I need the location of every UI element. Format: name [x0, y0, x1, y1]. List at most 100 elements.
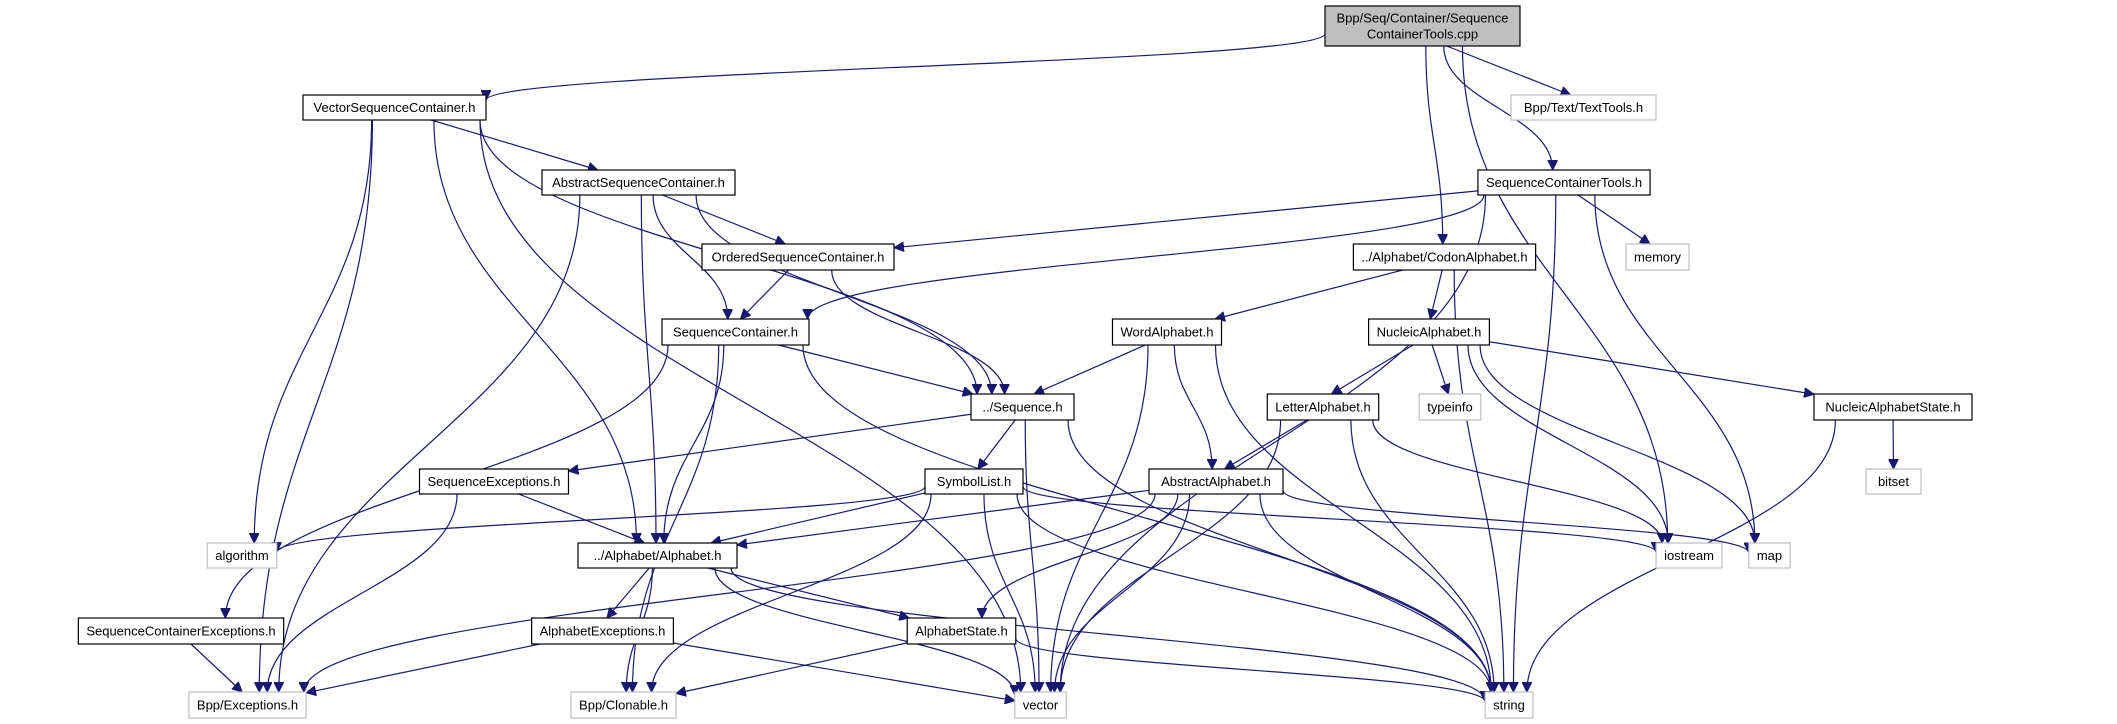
edge-vsc-to-exceptions: [259, 119, 374, 692]
edge-asc-to-sc: [652, 194, 728, 319]
edge-absalpha-to-vector: [1055, 493, 1191, 692]
node-label: AbstractAlphabet.h: [1161, 474, 1271, 489]
edge-vsc-to-vector: [479, 119, 1021, 692]
node-nas[interactable]: NucleicAlphabetState.h: [1813, 393, 1973, 421]
node-nucleic[interactable]: NucleicAlphabet.h: [1368, 318, 1490, 346]
node-algorithm[interactable]: algorithm: [206, 542, 278, 569]
node-sc[interactable]: SequenceContainer.h: [661, 318, 810, 346]
nodes-layer: Bpp/Seq/Container/SequenceContainerTools…: [77, 5, 1973, 719]
node-box: [1368, 318, 1490, 346]
node-typeinfo[interactable]: typeinfo: [1418, 393, 1482, 421]
node-string[interactable]: string: [1484, 691, 1534, 719]
edge-word-to-vector: [1051, 344, 1149, 692]
edge-scexc-to-exceptions: [190, 643, 242, 692]
node-vsc[interactable]: VectorSequenceContainer.h: [302, 94, 487, 121]
edges-layer: [190, 33, 1893, 702]
edge-letter-to-absalpha: [1225, 419, 1308, 469]
node-label: map: [1757, 548, 1782, 563]
node-texttools[interactable]: Bpp/Text/TextTools.h: [1510, 94, 1657, 121]
node-alphabet[interactable]: ../Alphabet/Alphabet.h: [577, 542, 738, 569]
edge-absalpha-to-alphastate: [982, 493, 1179, 618]
edge-absalpha-to-exceptions: [304, 493, 1156, 692]
node-box: [1266, 393, 1380, 421]
edge-sct-to-osc: [894, 190, 1479, 248]
edge-vsc-to-algorithm: [254, 119, 373, 543]
node-label: vector: [1023, 698, 1059, 713]
node-box: [1352, 243, 1537, 271]
node-iostream[interactable]: iostream: [1655, 542, 1723, 569]
node-map[interactable]: map: [1748, 542, 1791, 569]
edge-osc-to-sc: [741, 269, 790, 319]
edge-root-to-texttools: [1446, 45, 1571, 95]
node-scexc[interactable]: SequenceContainerExceptions.h: [77, 617, 285, 645]
node-bitset[interactable]: bitset: [1865, 468, 1922, 495]
node-vector[interactable]: vector: [1014, 691, 1067, 719]
node-label: string: [1493, 698, 1525, 713]
node-alphastate[interactable]: AlphabetState.h: [906, 617, 1017, 645]
node-box: [1148, 468, 1284, 495]
edge-symlist-to-alphabet: [711, 492, 926, 543]
edge-absalpha-to-string: [1259, 493, 1491, 692]
node-label: algorithm: [215, 548, 268, 563]
node-memory[interactable]: memory: [1625, 243, 1690, 271]
node-exceptions[interactable]: Bpp/Exceptions.h: [188, 691, 307, 719]
node-label: iostream: [1664, 548, 1714, 563]
node-sct[interactable]: SequenceContainerTools.h: [1477, 169, 1651, 196]
node-seq[interactable]: ../Sequence.h: [970, 393, 1075, 421]
node-box: [1477, 169, 1651, 196]
edge-sct-to-sc: [808, 194, 1485, 320]
node-label: Bpp/Exceptions.h: [197, 698, 298, 713]
node-label: Bpp/Text/TextTools.h: [1524, 100, 1643, 115]
node-label: SequenceContainerExceptions.h: [86, 624, 275, 639]
edge-sct-to-string: [1513, 194, 1557, 692]
node-alphaexc[interactable]: AlphabetExceptions.h: [531, 617, 674, 645]
node-box: [577, 542, 738, 569]
edge-asc-to-alphabet: [640, 194, 656, 543]
edge-letter-to-vector: [1060, 419, 1282, 692]
node-label: ../Alphabet/Alphabet.h: [594, 548, 722, 563]
edge-seq-to-symlist: [978, 419, 1016, 469]
node-box: [1813, 393, 1973, 421]
node-osc[interactable]: OrderedSequenceContainer.h: [701, 243, 895, 271]
node-label: ../Alphabet/CodonAlphabet.h: [1361, 250, 1527, 265]
node-codon[interactable]: ../Alphabet/CodonAlphabet.h: [1352, 243, 1537, 271]
node-symlist[interactable]: SymbolList.h: [924, 468, 1024, 495]
edge-alphabet-to-alphaexc: [607, 567, 650, 618]
node-asc[interactable]: AbstractSequenceContainer.h: [541, 169, 736, 196]
node-box: [1111, 318, 1223, 346]
node-box: [570, 691, 677, 719]
node-clonable[interactable]: Bpp/Clonable.h: [570, 691, 677, 719]
edge-root-to-sct: [1443, 45, 1553, 170]
node-box: [661, 318, 810, 346]
node-letter[interactable]: LetterAlphabet.h: [1266, 393, 1380, 421]
node-seqexc[interactable]: SequenceExceptions.h: [418, 468, 570, 495]
node-absalpha[interactable]: AbstractAlphabet.h: [1148, 468, 1284, 495]
node-word[interactable]: WordAlphabet.h: [1111, 318, 1223, 346]
edge-absalpha-to-map: [1282, 490, 1749, 554]
edge-sct-to-map: [1594, 194, 1755, 543]
node-label: SequenceContainer.h: [673, 325, 798, 340]
edge-root-to-vsc: [486, 33, 1326, 101]
edge-alphabet-to-vector: [714, 567, 1015, 695]
edge-symlist-to-string: [1016, 493, 1491, 692]
edge-seq-to-string: [1067, 419, 1491, 692]
edge-alphabet-to-string: [730, 567, 1485, 701]
edge-root-to-iostream: [1461, 45, 1667, 543]
edge-osc-to-seq: [831, 269, 1005, 394]
edge-seqexc-to-exceptions: [267, 493, 458, 692]
node-label: Bpp/Seq/Container/Sequence: [1336, 11, 1508, 26]
edge-seq-to-seqexc: [568, 413, 972, 471]
node-label: AlphabetExceptions.h: [540, 624, 666, 639]
node-label: SequenceContainerTools.h: [1486, 175, 1642, 190]
edge-alphastate-to-clonable: [676, 642, 908, 694]
node-label: SequenceExceptions.h: [428, 474, 561, 489]
node-box: [1625, 243, 1690, 271]
node-root[interactable]: Bpp/Seq/Container/SequenceContainerTools…: [1324, 5, 1521, 47]
edge-sct-to-vector: [1060, 194, 1487, 692]
edge-absalpha-to-alphabet: [737, 489, 1150, 545]
node-label: ../Sequence.h: [982, 400, 1062, 415]
node-box: [1484, 691, 1534, 719]
edge-symlist-to-clonable: [652, 493, 932, 692]
edge-nucleic-to-map: [1479, 344, 1755, 543]
